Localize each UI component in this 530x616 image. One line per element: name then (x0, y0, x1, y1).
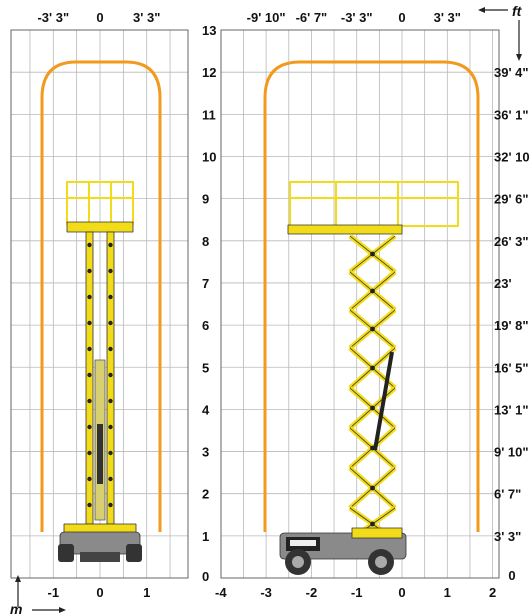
scissor-pivot (370, 405, 375, 411)
right-bottom-m-label: 1 (444, 585, 451, 600)
scissor-pivot (370, 485, 375, 491)
height-ft-label: 13' 1" (494, 402, 529, 417)
height-m-label: 12 (202, 65, 216, 80)
scissor-joint (87, 450, 92, 456)
height-m-label: 7 (202, 276, 209, 291)
scissor-pivot (370, 251, 375, 257)
height-m-label: 1 (202, 529, 209, 544)
scissor-joint (87, 372, 92, 378)
height-m-label: 6 (202, 318, 209, 333)
lift-cylinder (373, 351, 394, 451)
scissor-joint (108, 502, 113, 508)
scissor-joint (108, 268, 113, 274)
ft-unit-arrow (478, 7, 522, 61)
height-ft-label: 3' 3" (494, 529, 521, 544)
left-bottom-m-label: 0 (96, 585, 103, 600)
height-ft-label: 16' 5" (494, 360, 529, 375)
height-m-label: 9 (202, 192, 209, 207)
height-ft-label: 9' 10" (494, 445, 529, 460)
right-bottom-m-label: -2 (306, 585, 318, 600)
scissor-joint (108, 320, 113, 326)
left-top-ft-label: 0 (96, 10, 103, 25)
machine-front-view (58, 181, 142, 562)
left-bottom-m-label: -1 (48, 585, 60, 600)
height-m-label: 13 (202, 23, 216, 38)
height-m-label: 11 (202, 107, 216, 122)
scissor-pivot (370, 326, 375, 332)
scissor-joint (108, 372, 113, 378)
scissor-joint (87, 346, 92, 352)
right-top-ft-label: 0 (398, 10, 405, 25)
scissor-joint (108, 294, 113, 300)
scissor-joint (87, 502, 92, 508)
height-m-label: 3 (202, 445, 209, 460)
left-bottom-m-label: 1 (143, 585, 150, 600)
right-top-ft-label: -9' 10" (247, 10, 286, 25)
scissor-pivot (370, 365, 375, 371)
right-working-envelope (263, 60, 480, 532)
right-top-ft-label: -6' 7" (296, 10, 328, 25)
scissor-joint (108, 424, 113, 430)
height-m-label: 8 (202, 234, 209, 249)
left-working-envelope (40, 60, 162, 532)
height-ft-label: 29' 6" (494, 192, 529, 207)
machine-side-view (279, 181, 459, 575)
right-bottom-m-label: -3 (260, 585, 272, 600)
height-ft-zero-label: 0 (508, 568, 515, 583)
scissor-joint (87, 294, 92, 300)
grid-lines (11, 30, 499, 578)
scissor-joint (108, 346, 113, 352)
scissor-joint (87, 424, 92, 430)
right-bottom-m-label: 0 (398, 585, 405, 600)
height-m-label: 0 (202, 569, 209, 584)
height-ft-label: 6' 7" (494, 487, 521, 502)
right-bottom-m-label: -4 (215, 585, 227, 600)
height-ft-label: 36' 1" (494, 107, 529, 122)
height-m-label: 5 (202, 360, 209, 375)
scissor-joint (108, 242, 113, 248)
front-scissor-joints (87, 242, 113, 508)
scissor-joint (87, 476, 92, 482)
m-unit-arrow (15, 575, 66, 613)
scissor-pivot (370, 521, 375, 527)
height-ft-label: 32' 10" (494, 150, 530, 165)
axis-labels: -3' 3" 0 3' 3" -1 0 1 -9' 10" -6' 7" -3' 3" 0 3' 3… (37, 10, 530, 600)
right-bottom-m-label: 2 (489, 585, 496, 600)
scissor-arms (348, 234, 397, 543)
left-top-ft-label: -3' 3" (37, 10, 69, 25)
scissor-joint (87, 320, 92, 326)
height-ft-label: 39' 4" (494, 65, 529, 80)
left-view-frame (10, 29, 189, 579)
right-bottom-m-label: -1 (351, 585, 363, 600)
scissor-joint (108, 398, 113, 404)
scissor-pivot (370, 288, 375, 294)
ft-unit-label: ft (512, 3, 523, 19)
right-top-ft-label: -3' 3" (341, 10, 373, 25)
height-ft-label: 19' 8" (494, 318, 529, 333)
height-m-label: 10 (202, 150, 216, 165)
scissor-joint (108, 476, 113, 482)
right-top-ft-label: 3' 3" (434, 10, 461, 25)
scissor-joint (87, 242, 92, 248)
right-view-frame (220, 29, 500, 579)
scissor-joint (87, 268, 92, 274)
height-ft-label: 23' (494, 276, 512, 291)
m-unit-label: m (10, 601, 22, 616)
scissor-joint (108, 450, 113, 456)
height-m-label: 2 (202, 487, 209, 502)
left-top-ft-label: 3' 3" (133, 10, 160, 25)
height-m-label: 4 (202, 402, 210, 417)
height-ft-label: 26' 3" (494, 234, 529, 249)
scissor-joint (87, 398, 92, 404)
